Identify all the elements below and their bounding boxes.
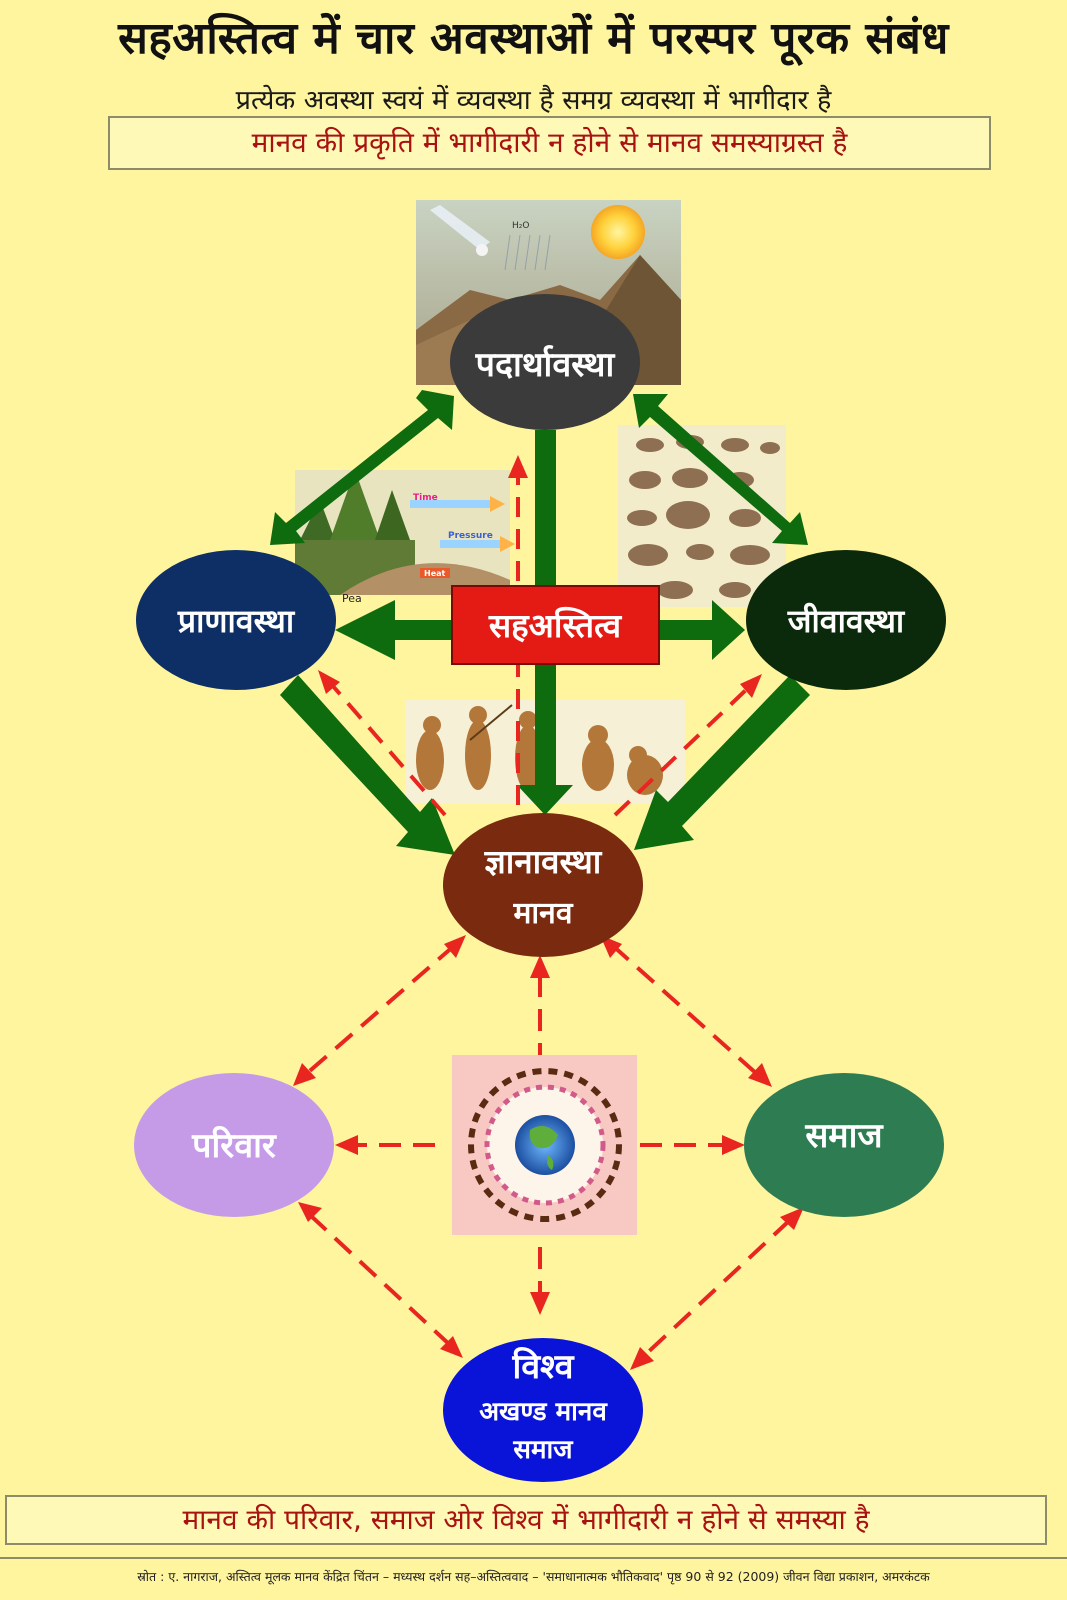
red-arrowhead-vishwa-left	[440, 1336, 463, 1358]
node-pran-label: प्राणावस्था	[177, 602, 296, 640]
top-statement: मानव की प्रकृति में भागीदारी न होने से म…	[108, 116, 991, 170]
human-evolution-image	[405, 700, 685, 803]
red-arrowhead-gyan-left	[444, 935, 466, 958]
node-padarth-label: पदार्थावस्था	[475, 344, 616, 385]
pressure-label: Pressure	[448, 531, 493, 541]
red-arrowhead-up-to-gyan	[530, 955, 550, 978]
red-arrowhead-parivar-up	[298, 1202, 322, 1222]
green-arrow-pran-gyan	[280, 675, 455, 855]
red-arrowhead-to-samaj	[748, 1063, 772, 1087]
node-gyan: ज्ञानावस्था मानव	[443, 813, 643, 957]
red-arrowhead-vishwa-right	[630, 1347, 654, 1370]
node-padarth: पदार्थावस्था	[450, 294, 640, 430]
green-arrow-to-pran	[335, 600, 455, 660]
node-vishwa-sublabel-1: अखण्ड मानव	[479, 1397, 608, 1427]
node-vishwa-label: विश्व	[511, 1346, 574, 1387]
red-arrowhead-down-to-vishwa	[530, 1292, 550, 1315]
red-dashed-arrows-lower	[303, 943, 792, 1357]
green-arrow-padarth-pran	[270, 390, 454, 545]
node-gyan-label: ज्ञानावस्था	[484, 842, 603, 881]
node-jeev-label: जीवावस्था	[787, 602, 906, 640]
page-title: सहअस्तित्व में चार अवस्थाओं में परस्पर प…	[118, 13, 949, 64]
red-arrowhead-to-padarth	[508, 455, 528, 478]
peat-label: Pea	[342, 592, 362, 605]
node-parivar-label: परिवार	[191, 1125, 277, 1166]
node-parivar: परिवार	[134, 1073, 334, 1217]
heat-label: Heat	[424, 569, 446, 578]
node-gyan-sublabel: मानव	[512, 896, 573, 931]
h2o-label: H₂O	[512, 221, 529, 231]
red-arrowhead-to-parivar-side	[335, 1135, 358, 1155]
green-arrow-to-jeev	[660, 600, 745, 660]
source-citation: स्रोत : ए. नागराज, अस्तित्व मूलक मानव के…	[0, 1557, 1067, 1600]
green-arrow-padarth-jeev	[633, 394, 808, 545]
node-sahastitva-label: सहअस्तित्व	[488, 606, 623, 645]
red-arrowhead-to-pran	[318, 670, 340, 694]
node-samaj-label: समाज	[804, 1116, 884, 1156]
node-jeev: जीवावस्था	[746, 550, 946, 690]
node-vishwa-sublabel-2: समाज	[512, 1435, 574, 1465]
green-arrow-jeev-gyan	[634, 675, 810, 850]
node-samaj: समाज	[744, 1073, 944, 1217]
red-arrowhead-to-samaj-side	[722, 1135, 745, 1155]
world-unity-image	[452, 1055, 637, 1235]
bottom-statement: मानव की परिवार, समाज ओर विश्व में भागीदा…	[5, 1495, 1047, 1545]
time-label: Time	[413, 493, 438, 503]
node-vishwa: विश्व अखण्ड मानव समाज	[443, 1338, 643, 1482]
red-arrowhead-samaj-up	[780, 1207, 804, 1230]
node-pran: प्राणावस्था	[136, 550, 336, 690]
node-sahastitva: सहअस्तित्व	[451, 585, 660, 665]
red-arrowhead-to-parivar	[293, 1063, 316, 1086]
subtitle: प्रत्येक अवस्था स्वयं में व्यवस्था है सम…	[235, 85, 832, 116]
red-arrowhead-to-jeev	[740, 674, 762, 698]
